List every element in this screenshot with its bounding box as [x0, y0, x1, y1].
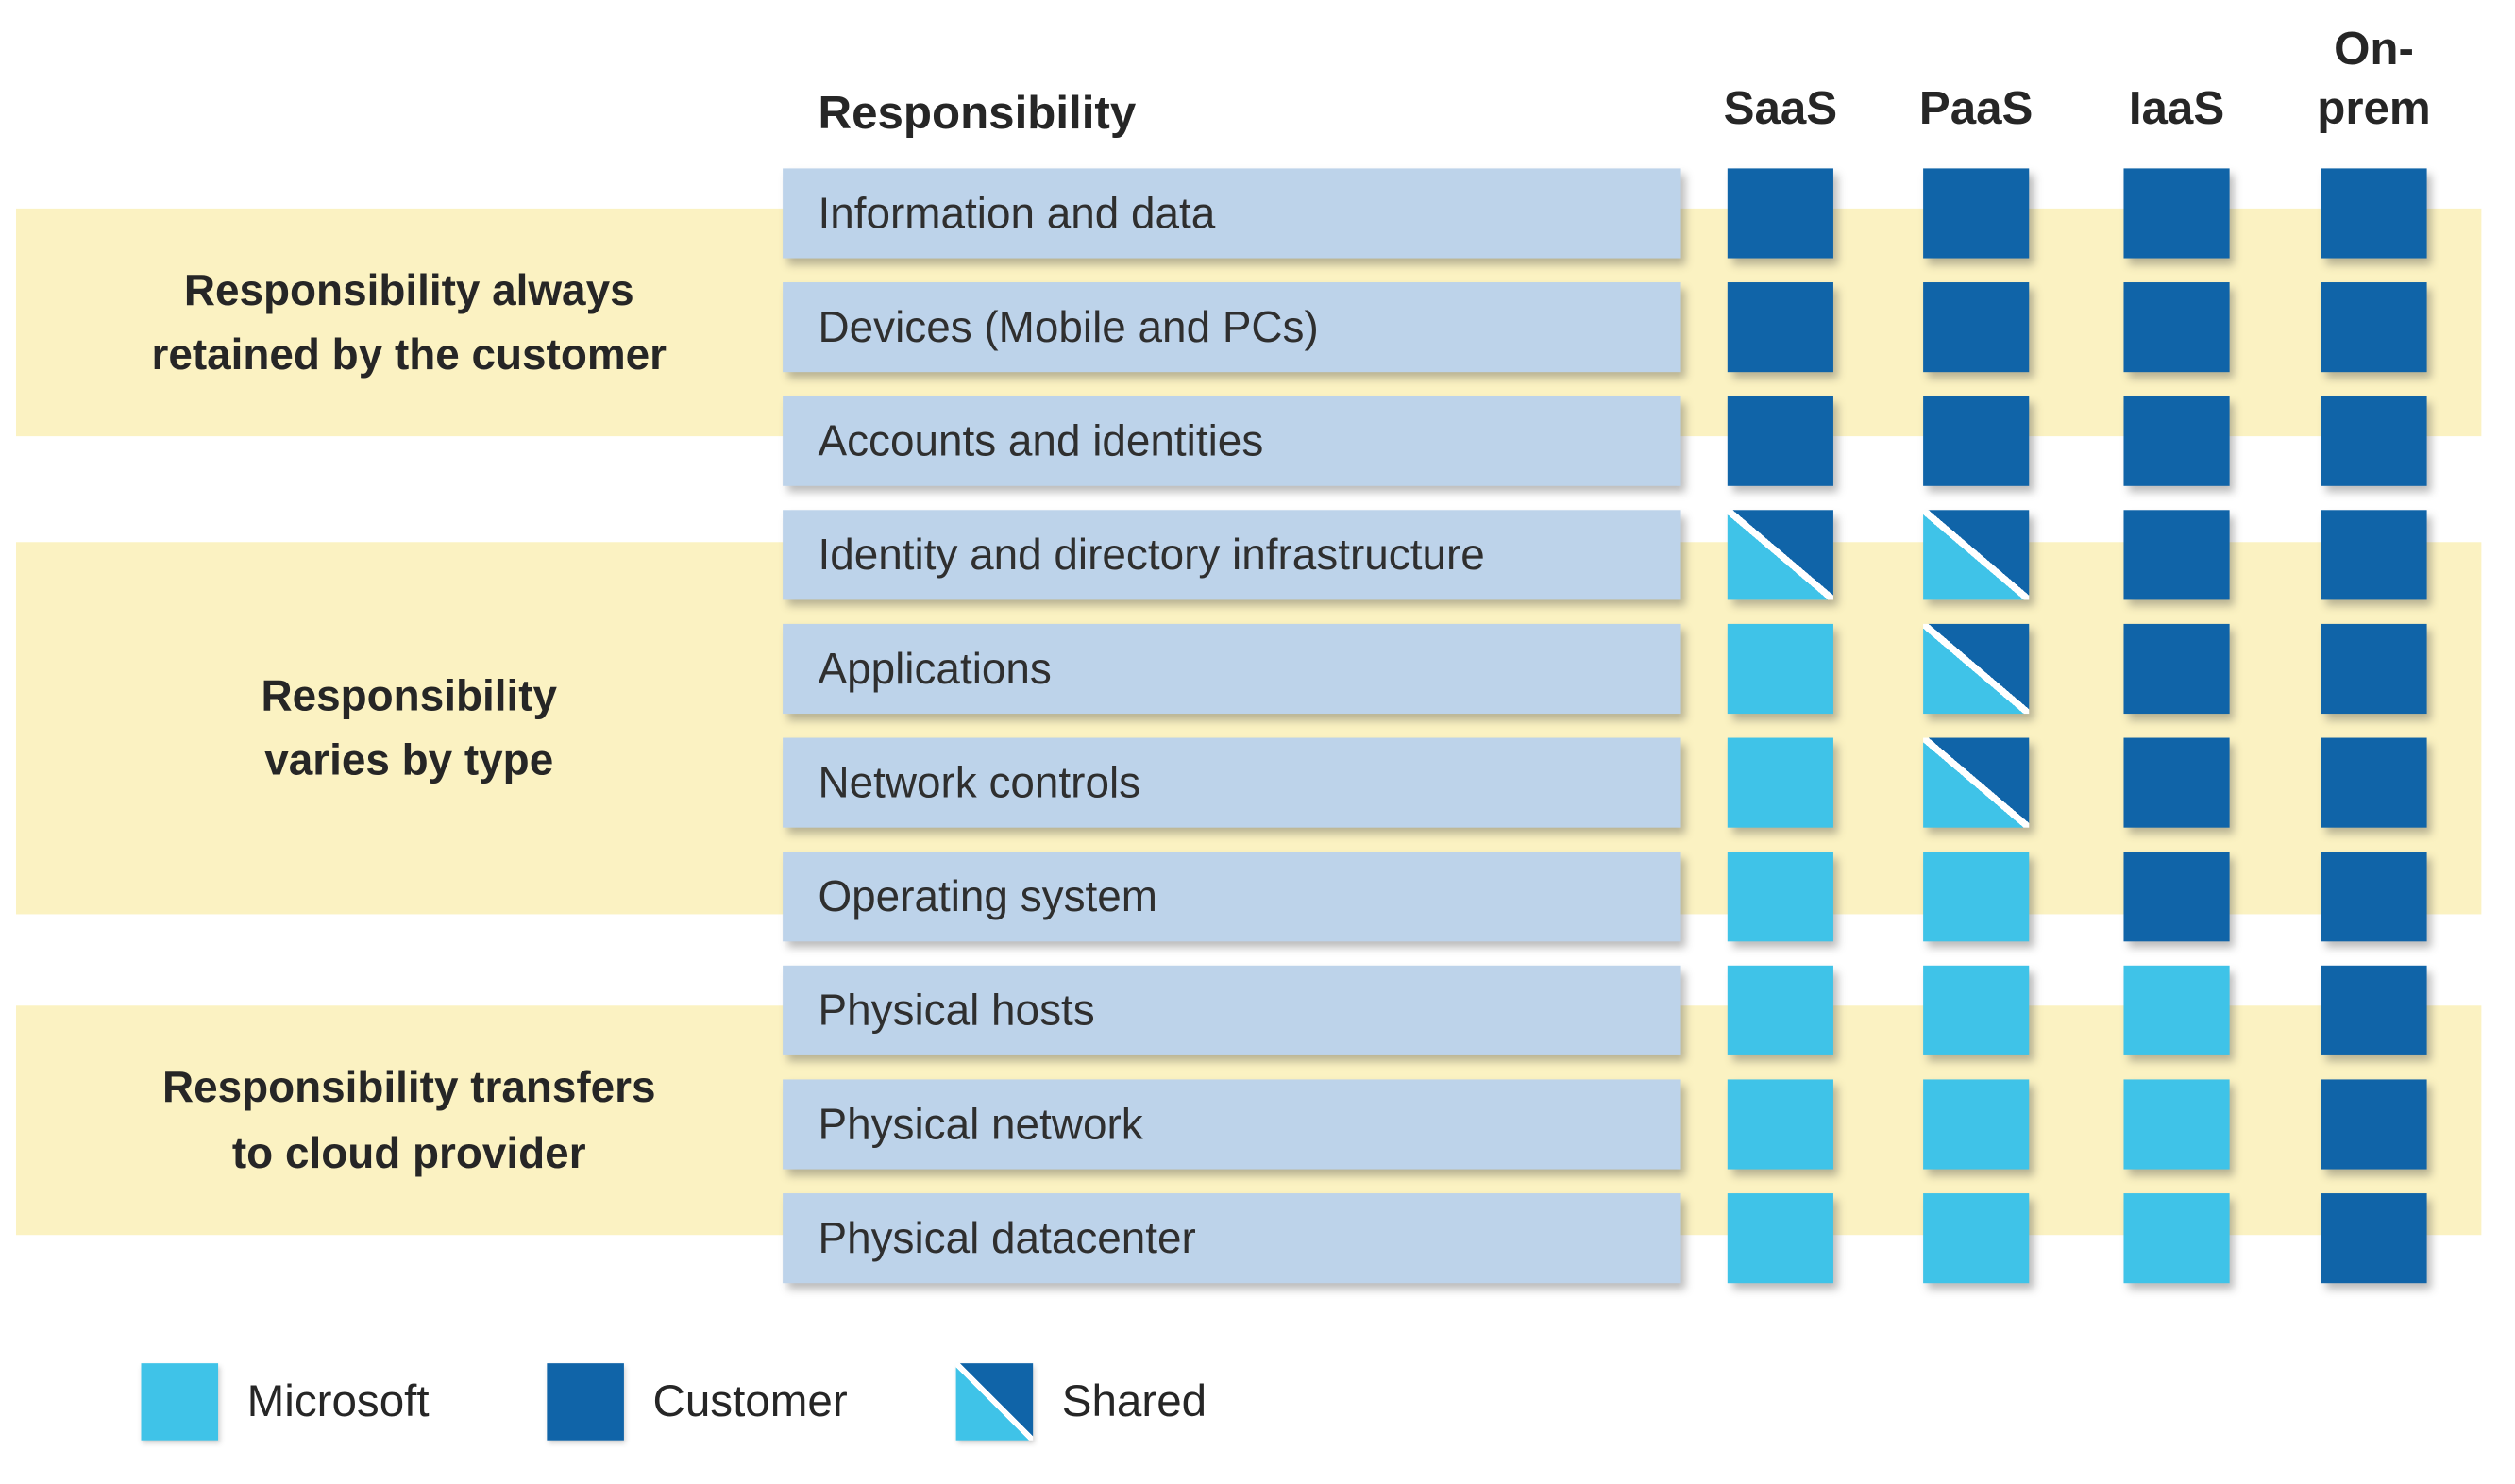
customer-chip	[2123, 737, 2230, 828]
responsibility-row: Applications	[783, 623, 1681, 715]
legend-label: Shared	[1061, 1375, 1207, 1426]
legend-swatch-microsoft	[141, 1363, 219, 1441]
column-header: PaaS	[1918, 83, 2034, 136]
microsoft-chip	[1727, 623, 1833, 715]
customer-chip	[2321, 282, 2427, 373]
customer-chip	[2123, 282, 2230, 373]
row-label: Devices (Mobile and PCs)	[818, 302, 1319, 351]
customer-chip	[2321, 737, 2427, 828]
responsibility-row: Physical network	[783, 1079, 1681, 1170]
responsibility-column-header: Responsibility	[818, 88, 1137, 140]
column-header: On- prem	[2317, 23, 2431, 136]
row-label: Physical datacenter	[818, 1213, 1196, 1262]
microsoft-chip	[1923, 852, 2030, 942]
customer-chip	[1923, 168, 2030, 259]
customer-chip	[2321, 852, 2427, 942]
microsoft-chip	[1727, 737, 1833, 828]
microsoft-chip	[1923, 965, 2030, 1055]
row-label: Applications	[818, 644, 1052, 693]
row-label: Physical network	[818, 1099, 1143, 1148]
group-label: Responsibility always retained by the cu…	[151, 265, 667, 379]
row-label: Network controls	[818, 757, 1141, 806]
customer-chip	[2123, 510, 2230, 600]
shared-chip	[1923, 510, 2030, 600]
customer-chip	[2123, 396, 2230, 486]
customer-chip	[1727, 396, 1833, 486]
row-label: Accounts and identities	[818, 415, 1264, 464]
responsibility-row: Network controls	[783, 737, 1681, 828]
microsoft-chip	[1727, 965, 1833, 1055]
microsoft-chip	[1727, 1193, 1833, 1284]
legend-label: Microsoft	[246, 1375, 430, 1426]
legend-item: Customer	[547, 1363, 848, 1441]
row-label: Information and data	[818, 188, 1216, 237]
customer-chip	[1923, 282, 2030, 373]
shared-chip	[1923, 737, 2030, 828]
customer-chip	[2123, 623, 2230, 715]
responsibility-row: Information and data	[783, 168, 1681, 259]
customer-chip	[2123, 852, 2230, 942]
shared-chip	[1923, 623, 2030, 715]
legend-item: Shared	[955, 1363, 1207, 1441]
customer-chip	[2321, 168, 2427, 259]
legend-item: Microsoft	[141, 1363, 430, 1441]
customer-chip	[1727, 282, 1833, 373]
row-label: Operating system	[818, 871, 1157, 920]
group-label: Responsibility varies by type	[261, 671, 558, 784]
microsoft-chip	[2123, 1193, 2230, 1284]
legend-swatch-customer	[547, 1363, 624, 1441]
responsibility-row: Identity and directory infrastructure	[783, 510, 1681, 600]
customer-chip	[2321, 396, 2427, 486]
column-header: IaaS	[2128, 83, 2225, 136]
responsibility-row: Physical datacenter	[783, 1193, 1681, 1284]
customer-chip	[2123, 168, 2230, 259]
microsoft-chip	[1727, 1079, 1833, 1170]
responsibility-row: Devices (Mobile and PCs)	[783, 282, 1681, 373]
customer-chip	[2321, 1193, 2427, 1284]
row-label: Identity and directory infrastructure	[818, 530, 1485, 579]
responsibility-row: Operating system	[783, 852, 1681, 942]
microsoft-chip	[2123, 965, 2230, 1055]
customer-chip	[1727, 168, 1833, 259]
customer-chip	[1923, 396, 2030, 486]
customer-chip	[2321, 1079, 2427, 1170]
microsoft-chip	[1923, 1079, 2030, 1170]
microsoft-chip	[2123, 1079, 2230, 1170]
group-label: Responsibility transfers to cloud provid…	[161, 1063, 656, 1177]
legend-label: Customer	[652, 1375, 848, 1426]
shared-chip	[1727, 510, 1833, 600]
legend-swatch-shared	[955, 1363, 1034, 1441]
responsibility-row: Physical hosts	[783, 965, 1681, 1055]
customer-chip	[2321, 965, 2427, 1055]
customer-chip	[2321, 510, 2427, 600]
microsoft-chip	[1727, 852, 1833, 942]
microsoft-chip	[1923, 1193, 2030, 1284]
responsibility-row: Accounts and identities	[783, 396, 1681, 486]
column-header: SaaS	[1723, 83, 1838, 136]
customer-chip	[2321, 623, 2427, 715]
row-label: Physical hosts	[818, 986, 1095, 1035]
